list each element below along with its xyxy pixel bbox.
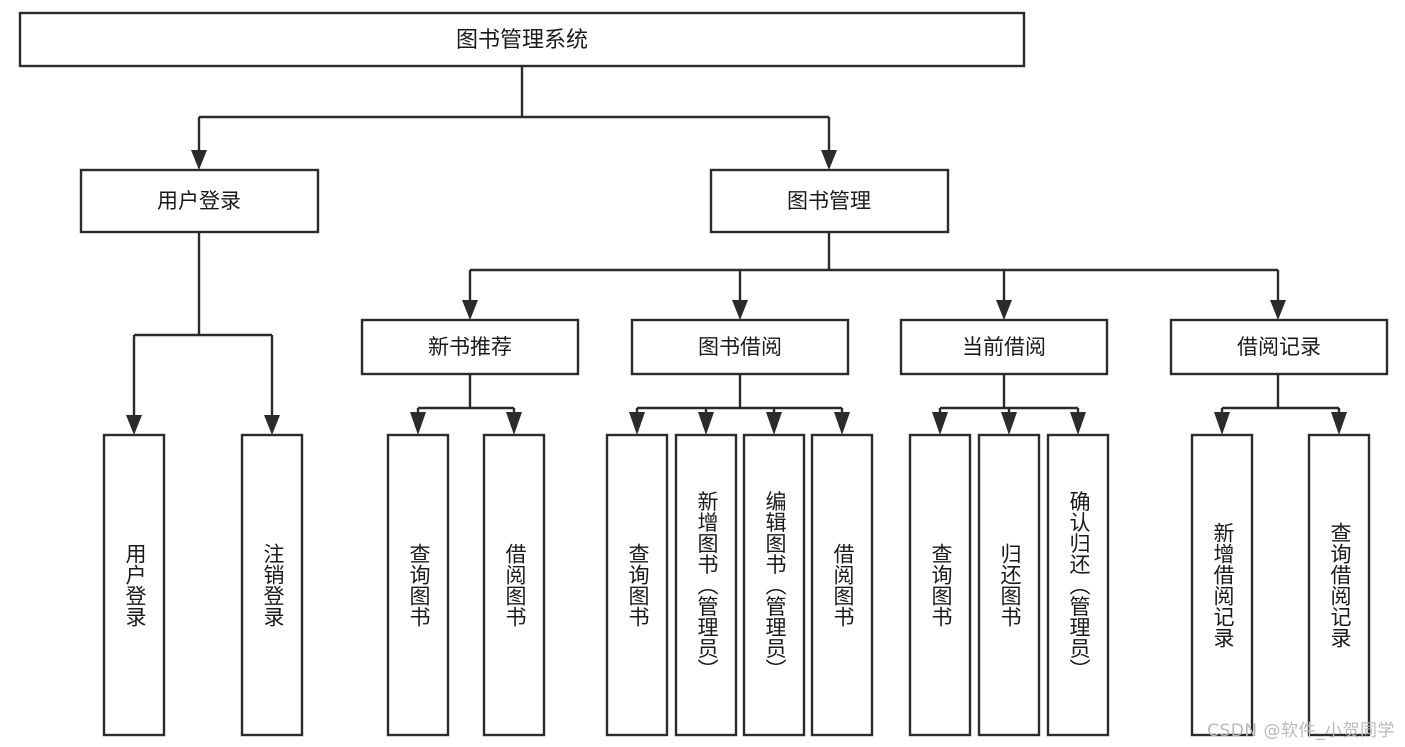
- arrow-head-newbook-2: [506, 412, 522, 435]
- arrow-head-userlogin-2: [264, 415, 280, 435]
- node-leaf-book-borrow-query-box[interactable]: [605, 433, 669, 737]
- node-book-borrow-box[interactable]: [630, 318, 850, 376]
- node-leaf-book-borrow-borrow[interactable]: 借阅图书: [810, 433, 874, 737]
- connector-group-current-borrow: [932, 374, 1086, 435]
- node-leaf-new-book-query-box[interactable]: [386, 433, 450, 737]
- node-leaf-book-borrow-query-label: 查询图书: [626, 543, 650, 627]
- node-leaf-borrow-record-query[interactable]: 查询借阅记录: [1307, 433, 1371, 737]
- connector-group-book-borrow: [629, 374, 850, 435]
- node-user-login[interactable]: 用户登录: [79, 168, 320, 234]
- node-leaf-book-borrow-borrow-box[interactable]: [810, 433, 874, 737]
- node-user-login-box[interactable]: [79, 168, 320, 234]
- node-new-book-recommend-box[interactable]: [360, 318, 580, 376]
- node-book-borrow-label: 图书借阅: [698, 335, 782, 359]
- node-leaf-current-borrow-query[interactable]: 查询图书: [908, 433, 972, 737]
- node-leaf-current-borrow-confirm-box[interactable]: [1046, 433, 1110, 737]
- node-book-manage-box[interactable]: [709, 168, 950, 234]
- node-book-manage[interactable]: 图书管理: [709, 168, 950, 234]
- node-user-login-label: 用户登录: [157, 189, 241, 213]
- node-leaf-book-borrow-add-label: 新增图书（管理员）: [695, 491, 719, 680]
- node-new-book-recommend[interactable]: 新书推荐: [360, 318, 580, 376]
- arrow-head-bookborrow-4: [834, 412, 850, 435]
- node-leaf-current-borrow-confirm[interactable]: 确认归还（管理员）: [1046, 433, 1110, 737]
- node-leaf-borrow-record-add-box[interactable]: [1190, 433, 1254, 737]
- node-leaf-user-login-login[interactable]: 用户登录: [102, 433, 166, 737]
- node-leaf-borrow-record-add-label: 新增借阅记录: [1211, 522, 1235, 648]
- node-root-system-box[interactable]: [18, 11, 1026, 68]
- arrow-head-userlogin-1: [126, 415, 142, 435]
- node-leaf-borrow-record-add[interactable]: 新增借阅记录: [1190, 433, 1254, 737]
- node-borrow-record[interactable]: 借阅记录: [1169, 318, 1389, 376]
- node-current-borrow-label: 当前借阅: [962, 335, 1046, 359]
- node-leaf-new-book-query[interactable]: 查询图书: [386, 433, 450, 737]
- node-borrow-record-box[interactable]: [1169, 318, 1389, 376]
- node-leaf-borrow-record-query-label: 查询借阅记录: [1328, 522, 1352, 648]
- node-leaf-user-login-login-box[interactable]: [102, 433, 166, 737]
- node-new-book-recommend-label: 新书推荐: [428, 335, 512, 359]
- node-leaf-current-borrow-confirm-label: 确认归还（管理员）: [1067, 491, 1091, 680]
- node-leaf-borrow-record-query-box[interactable]: [1307, 433, 1371, 737]
- connector-group-new-book: [410, 374, 522, 435]
- arrow-head-newbook-1: [410, 412, 426, 435]
- arrow-head-bookmanage-1: [462, 300, 478, 320]
- node-leaf-book-borrow-borrow-label: 借阅图书: [831, 543, 855, 627]
- arrow-head-root-2: [821, 150, 837, 170]
- node-current-borrow[interactable]: 当前借阅: [899, 318, 1109, 376]
- node-leaf-new-book-borrow[interactable]: 借阅图书: [482, 433, 546, 737]
- arrow-head-bookborrow-3: [766, 412, 782, 435]
- node-leaf-current-borrow-query-box[interactable]: [908, 433, 972, 737]
- node-leaf-book-borrow-edit-label: 编辑图书（管理员）: [763, 491, 787, 680]
- node-leaf-book-borrow-add-box[interactable]: [674, 433, 738, 737]
- node-leaf-user-login-logout-label: 注销登录: [261, 543, 285, 627]
- arrow-head-bookmanage-3: [996, 300, 1012, 320]
- node-leaf-new-book-query-label: 查询图书: [407, 543, 431, 627]
- node-leaf-current-borrow-return-box[interactable]: [977, 433, 1041, 737]
- node-leaf-book-borrow-add[interactable]: 新增图书（管理员）: [674, 433, 738, 737]
- node-root-system[interactable]: 图书管理系统: [18, 11, 1026, 68]
- node-current-borrow-box[interactable]: [899, 318, 1109, 376]
- node-leaf-user-login-logout[interactable]: 注销登录: [240, 433, 304, 737]
- arrow-head-borrowrecord-1: [1214, 412, 1230, 435]
- arrow-head-borrowrecord-2: [1331, 412, 1347, 435]
- node-leaf-book-borrow-query[interactable]: 查询图书: [605, 433, 669, 737]
- node-leaf-current-borrow-return-label: 归还图书: [998, 543, 1022, 627]
- node-leaf-current-borrow-return[interactable]: 归还图书: [977, 433, 1041, 737]
- arrow-head-bookmanage-4: [1270, 300, 1286, 320]
- node-leaf-user-login-login-label: 用户登录: [123, 543, 147, 627]
- arrow-head-root-1: [191, 150, 207, 170]
- arrow-head-currentborrow-3: [1070, 412, 1086, 435]
- node-leaf-new-book-borrow-label: 借阅图书: [503, 543, 527, 627]
- connector-group-borrow-record: [1214, 374, 1347, 435]
- arrow-head-bookmanage-2: [732, 300, 748, 320]
- arrow-head-bookborrow-2: [698, 412, 714, 435]
- connector-group-book-manage: [462, 232, 1286, 320]
- node-leaf-current-borrow-query-label: 查询图书: [929, 543, 953, 627]
- node-leaf-new-book-borrow-box[interactable]: [482, 433, 546, 737]
- node-borrow-record-label: 借阅记录: [1237, 335, 1321, 359]
- node-leaf-user-login-logout-box[interactable]: [240, 433, 304, 737]
- connector-group-user-login: [126, 232, 280, 435]
- connector-group-root: [191, 66, 837, 170]
- arrow-head-currentborrow-1: [932, 412, 948, 435]
- node-leaf-book-borrow-edit-box[interactable]: [742, 433, 806, 737]
- node-book-borrow[interactable]: 图书借阅: [630, 318, 850, 376]
- node-root-system-label: 图书管理系统: [456, 28, 588, 53]
- arrow-head-bookborrow-1: [629, 412, 645, 435]
- arrow-head-currentborrow-2: [1001, 412, 1017, 435]
- node-book-manage-label: 图书管理: [787, 189, 871, 213]
- node-leaf-book-borrow-edit[interactable]: 编辑图书（管理员）: [742, 433, 806, 737]
